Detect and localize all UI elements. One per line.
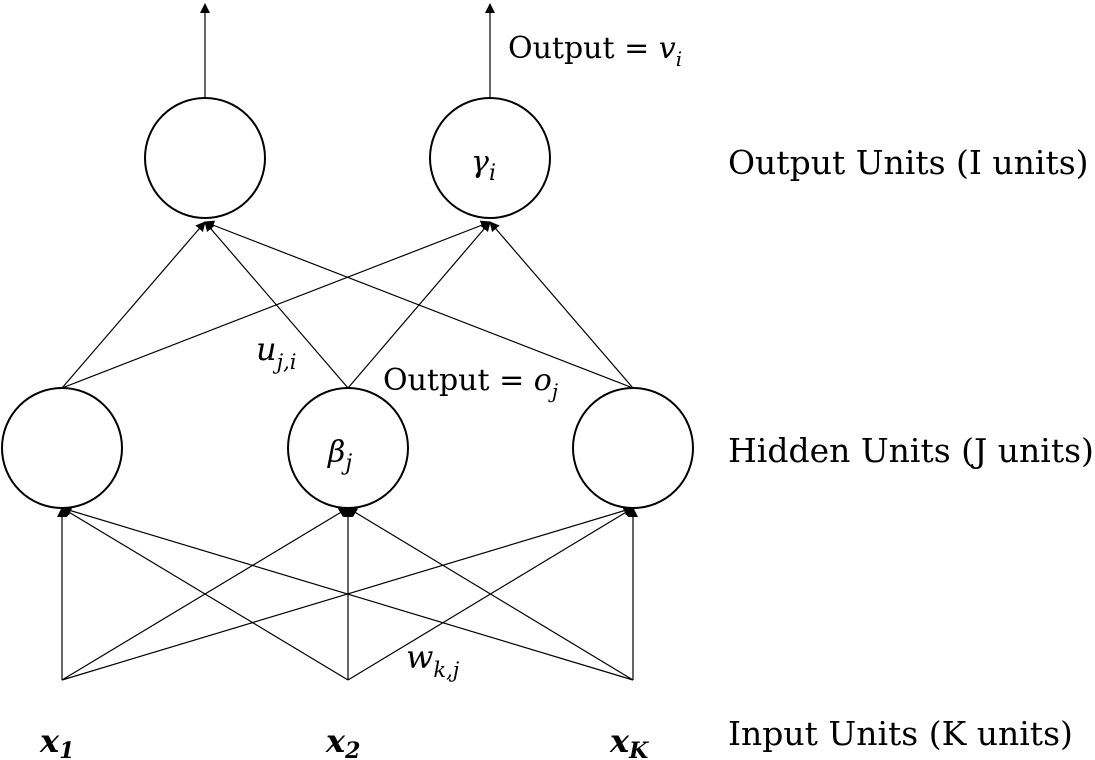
output-node-symbol: γi: [471, 145, 496, 186]
hidden-value-label: Output = oj: [383, 363, 558, 403]
output-node-1: [144, 97, 266, 219]
hidden-node-symbol: βj: [327, 435, 352, 476]
output-layer-label: Output Units (I units): [728, 143, 1089, 182]
hidden-to-output-weight-label: uj,i: [256, 330, 297, 374]
hidden-layer-label: Hidden Units (J units): [728, 431, 1094, 470]
input-label-2: x2: [325, 722, 360, 760]
output-node-2: [429, 97, 551, 219]
input-label-3: xK: [609, 722, 649, 760]
edge-hidden1-output1: [61, 221, 206, 389]
hidden-node-3: [572, 387, 694, 509]
edge-input2-hidden1: [61, 507, 349, 681]
edge-input3-hidden1: [61, 505, 634, 681]
hidden-node-1: [1, 387, 123, 509]
edge-hidden2-output1: [204, 221, 349, 389]
hidden-node-2: [287, 387, 409, 509]
edge-hidden3-output2: [489, 221, 634, 389]
edge-input3-hidden2: [347, 507, 634, 681]
input-to-hidden-weight-label: wk,j: [406, 638, 460, 682]
output-value-label: Output = vi: [508, 31, 682, 71]
input-layer-label: Input Units (K units): [728, 714, 1073, 753]
input-label-1: x1: [39, 722, 74, 760]
edge-hidden3-output1: [204, 220, 634, 389]
